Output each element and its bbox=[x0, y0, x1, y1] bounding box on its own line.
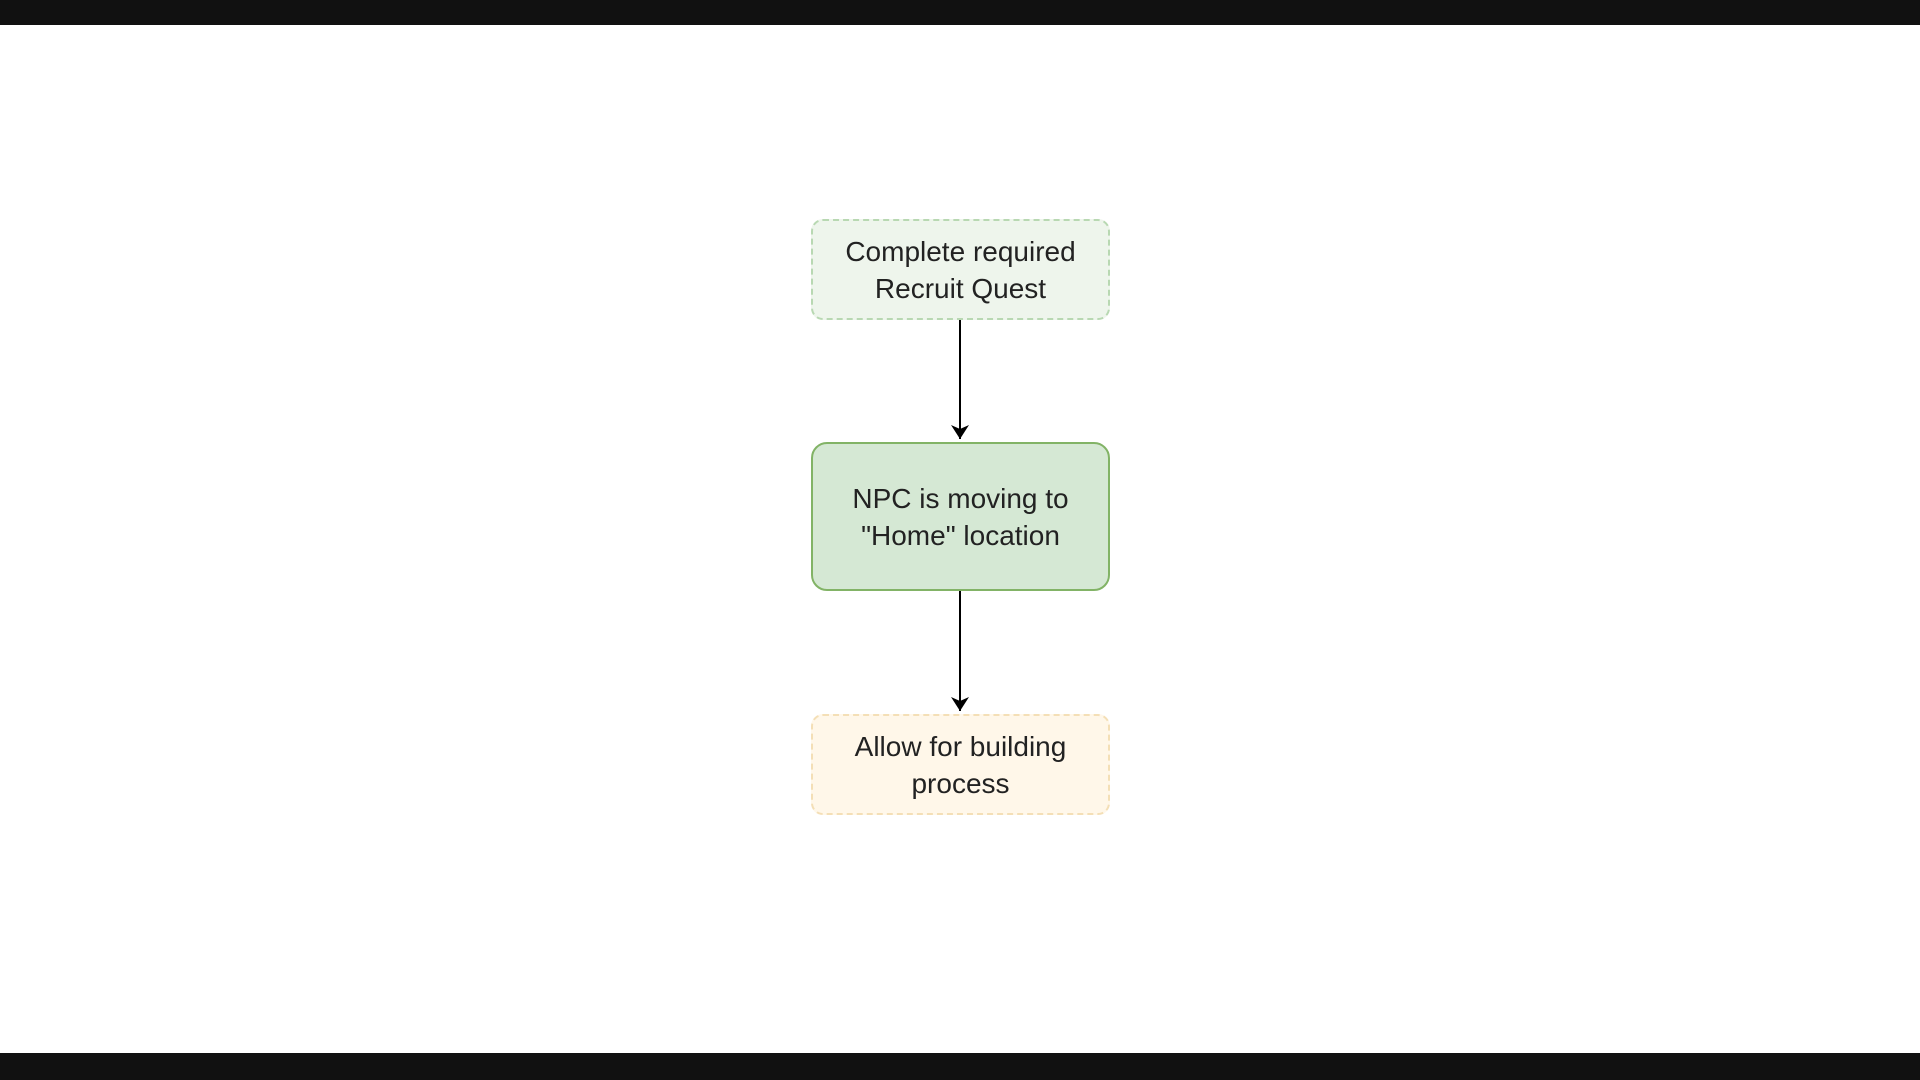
node-allow-building-process[interactable]: Allow for building process bbox=[811, 714, 1110, 815]
node-npc-moving-home[interactable]: NPC is moving to "Home" location bbox=[811, 442, 1110, 591]
edge-process-to-end bbox=[951, 591, 969, 711]
node-label: NPC is moving to "Home" location bbox=[852, 482, 1069, 551]
edge-start-to-process bbox=[951, 320, 969, 439]
diagram-canvas: Complete required Recruit Quest NPC is m… bbox=[0, 25, 1920, 1053]
node-complete-recruit-quest[interactable]: Complete required Recruit Quest bbox=[811, 219, 1110, 320]
node-label: Allow for building process bbox=[854, 730, 1067, 799]
connectors-layer bbox=[951, 320, 969, 711]
letterbox-bottom-bar bbox=[0, 1053, 1920, 1080]
letterbox-top-bar bbox=[0, 0, 1920, 25]
node-label: Complete required Recruit Quest bbox=[845, 235, 1076, 304]
